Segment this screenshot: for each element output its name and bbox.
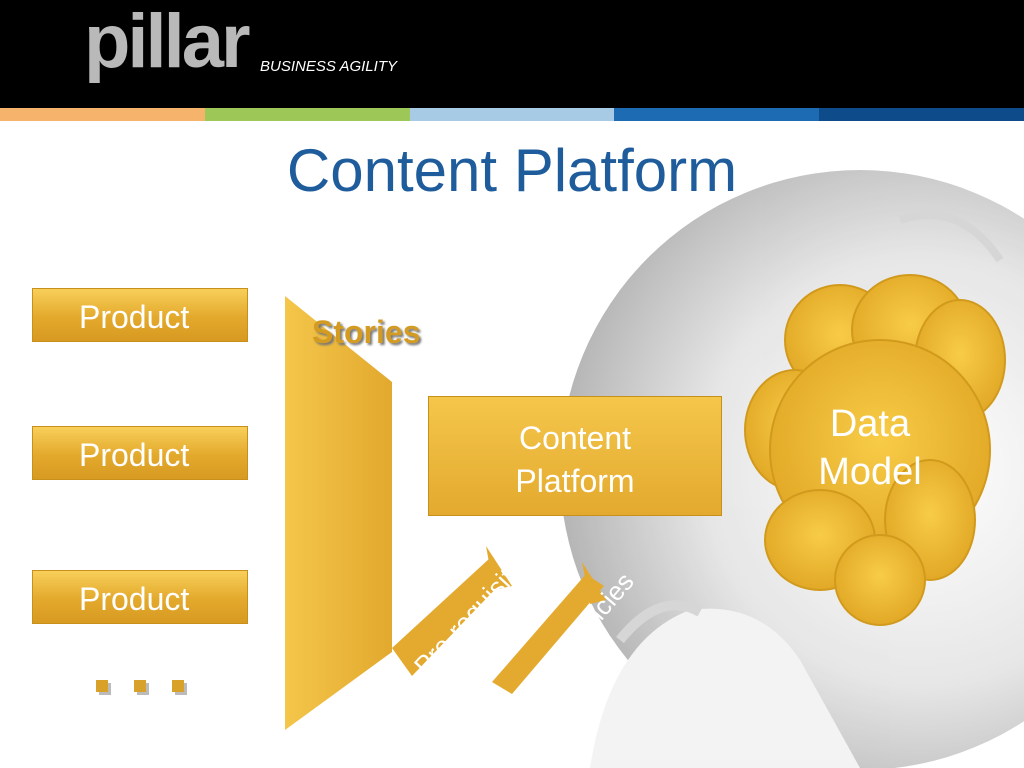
prerequisites-arrow-head <box>486 546 512 590</box>
stripe-segment-darkblue <box>819 108 1024 121</box>
header-bar: pillar BUSINESS AGILITY <box>0 0 1024 108</box>
ellipsis-dot <box>172 680 184 692</box>
stories-label: Stories <box>312 314 421 350</box>
content-platform-line2: Platform <box>515 463 635 499</box>
product-box-1: Product <box>32 288 248 342</box>
content-platform-line1: Content <box>518 420 632 456</box>
stripe-segment-blue <box>614 108 820 121</box>
stripe-segment-lightblue <box>409 108 615 121</box>
stories-funnel <box>285 296 392 730</box>
product-box-3: Product <box>32 570 248 624</box>
dependencies-arrow-head <box>582 562 606 604</box>
ellipsis-dots <box>96 680 184 692</box>
data-model-line2: Model <box>818 451 922 493</box>
ellipsis-dot <box>96 680 108 692</box>
data-model-line1: Data <box>829 403 911 445</box>
data-model-label: Data Model <box>770 400 970 496</box>
product-label: Product <box>79 437 190 473</box>
tagline: BUSINESS AGILITY <box>260 58 397 75</box>
stripe-segment-orange <box>0 108 205 121</box>
dependencies-arrow <box>492 574 604 694</box>
product-box-2: Product <box>32 426 248 480</box>
color-stripe <box>0 108 1024 121</box>
page-title: Content Platform <box>286 137 738 204</box>
stripe-segment-green <box>204 108 410 121</box>
pillar-logo: pillar <box>84 0 251 84</box>
ellipsis-dot <box>134 680 146 692</box>
content-platform-box: Content Platform <box>428 396 722 516</box>
product-label: Product <box>79 581 190 617</box>
data-model-cloud <box>744 274 1006 626</box>
prerequisites-arrow <box>392 558 504 676</box>
product-label: Product <box>79 299 190 335</box>
